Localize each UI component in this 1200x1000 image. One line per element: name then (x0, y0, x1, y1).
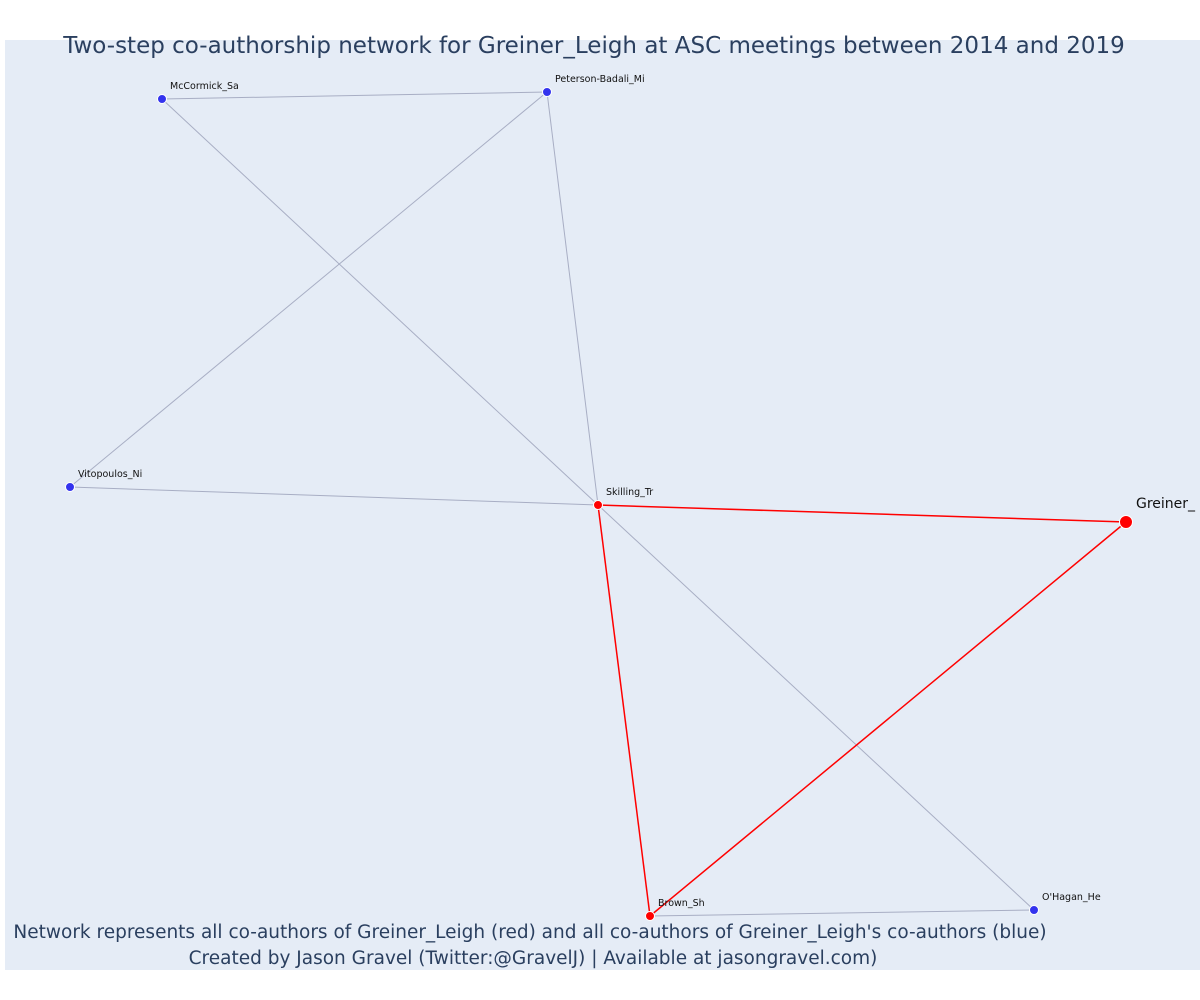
chart-title: Two-step co-authorship network for Grein… (62, 33, 1125, 59)
node-label-peterson-badali-mi: Peterson-Badali_Mi (555, 74, 645, 85)
nodes-layer (65, 87, 1133, 921)
node-peterson-badali-mi[interactable] (542, 87, 552, 97)
edge-brown-sh-greiner-leigh (649, 521, 1127, 917)
edge-peterson-badali-mi-skilling-tr (546, 91, 599, 506)
edge-brown-sh-o-hagan-he (649, 909, 1035, 917)
caption-line-2: Created by Jason Gravel (Twitter:@Gravel… (189, 948, 878, 969)
edge-vitopoulos-ni-skilling-tr (69, 486, 599, 506)
edge-peterson-badali-mi-vitopoulos-ni (69, 91, 548, 488)
node-label-mccormick-sa: McCormick_Sa (170, 81, 239, 92)
edge-skilling-tr-o-hagan-he (597, 504, 1035, 911)
node-label-brown-sh: Brown_Sh (658, 898, 705, 909)
node-mccormick-sa[interactable] (157, 94, 167, 104)
node-skilling-tr[interactable] (593, 500, 603, 510)
node-label-skilling-tr: Skilling_Tr (606, 487, 653, 498)
node-o-hagan-he[interactable] (1029, 905, 1039, 915)
node-label-vitopoulos-ni: Vitopoulos_Ni (78, 469, 142, 480)
node-brown-sh[interactable] (645, 911, 655, 921)
node-vitopoulos-ni[interactable] (65, 482, 75, 492)
edge-skilling-tr-brown-sh (597, 504, 651, 917)
node-greiner-leigh[interactable] (1119, 515, 1133, 529)
caption-line-1: Network represents all co-authors of Gre… (13, 922, 1046, 943)
node-label-greiner-leigh: Greiner_ (1136, 496, 1196, 512)
node-label-o-hagan-he: O'Hagan_He (1042, 892, 1101, 903)
edges-layer (69, 91, 1127, 917)
edge-skilling-tr-greiner-leigh (597, 504, 1127, 523)
edge-mccormick-sa-peterson-badali-mi (161, 91, 548, 100)
edge-mccormick-sa-skilling-tr (161, 98, 599, 506)
